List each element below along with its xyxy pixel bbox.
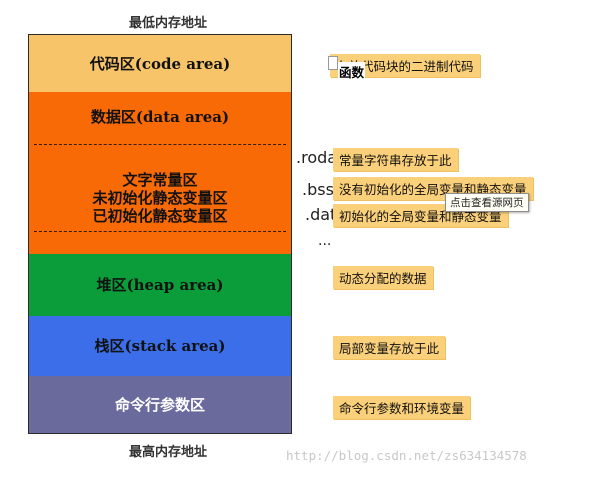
- heap-area-segment: 堆区(heap area): [28, 254, 292, 316]
- bss-section-tag: .bss: [302, 180, 334, 199]
- initialized-data-label: 已初始化静态变量区: [92, 207, 228, 225]
- rodata-label: 文字常量区: [122, 171, 198, 189]
- code-area-segment: 代码区(code area): [28, 34, 292, 92]
- args-note: 命令行参数和环境变量: [333, 396, 471, 419]
- watermark-url: http://blog.csdn.net/zs634134578: [286, 448, 527, 463]
- more-sections-ellipsis: ...: [318, 233, 332, 249]
- document-icon: [328, 56, 338, 70]
- stack-note: 局部变量存放于此: [333, 336, 446, 359]
- rodata-note: 常量字符串存放于此: [333, 148, 458, 171]
- code-note: 存放代码块的二进制代码: [330, 54, 480, 77]
- dashed-divider-bottom: [34, 231, 286, 232]
- dashed-divider-top: [34, 144, 286, 145]
- function-overlay-text: 函数: [338, 62, 366, 81]
- bss-label: 未初始化静态变量区: [92, 189, 228, 207]
- heap-area-label: 堆区(heap area): [96, 276, 224, 294]
- command-args-label: 命令行参数区: [114, 395, 205, 414]
- lowest-address-caption: 最低内存地址: [128, 16, 207, 31]
- stack-area-label: 栈区(stack area): [94, 337, 226, 355]
- heap-note: 动态分配的数据: [333, 266, 433, 289]
- highest-address-caption: 最高内存地址: [128, 445, 207, 460]
- stack-area-segment: 栈区(stack area): [28, 316, 292, 376]
- view-source-tooltip[interactable]: 点击查看源网页: [445, 193, 529, 212]
- data-area-segment: 数据区(data area): [28, 92, 292, 142]
- command-args-segment: 命令行参数区: [28, 376, 292, 434]
- static-data-subsegment: 文字常量区 未初始化静态变量区 已初始化静态变量区: [28, 142, 292, 254]
- data-area-label: 数据区(data area): [90, 108, 230, 126]
- code-area-label: 代码区(code area): [89, 54, 231, 73]
